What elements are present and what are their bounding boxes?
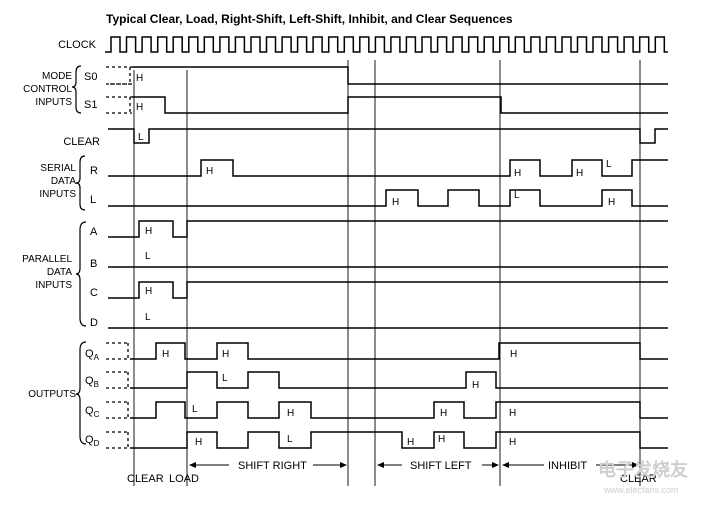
- s0-waveform-dont-care: [106, 66, 132, 85]
- shift-right-label-bg: [229, 458, 313, 472]
- a-label: A: [90, 226, 98, 238]
- qd-waveform: [130, 431, 668, 449]
- qc-high-mark-3: H: [509, 408, 516, 419]
- outputs-brace: [75, 341, 87, 445]
- qd-high-mark-3: H: [438, 434, 445, 445]
- outputs-label: OUTPUTS: [28, 389, 76, 400]
- s0-waveform: [132, 66, 668, 85]
- s1-waveform: [132, 96, 668, 114]
- sequence-shift-left-label: SHIFT LEFT: [410, 460, 472, 472]
- mode-label-line2: CONTROL: [23, 84, 72, 95]
- mode-label-line1: MODE: [42, 71, 72, 82]
- a-high-mark: H: [145, 226, 152, 237]
- sequence-shift-right-label: SHIFT RIGHT: [238, 460, 307, 472]
- serial-label-line2: DATA: [51, 176, 77, 187]
- inhibit-arrow-left-head: [502, 462, 509, 468]
- b-low-mark: L: [145, 251, 151, 262]
- qa-label: QA: [85, 348, 100, 362]
- qd-label: QD: [85, 434, 100, 448]
- mode-brace: [71, 65, 82, 114]
- parallel-brace: [75, 221, 87, 327]
- s1-waveform-dont-care: [106, 96, 132, 114]
- c-high-mark: H: [145, 286, 152, 297]
- qa-waveform: [130, 342, 668, 360]
- qd-low-mark: L: [287, 434, 293, 445]
- qc-high-mark-2: H: [440, 408, 447, 419]
- serial-brace: [75, 155, 86, 211]
- a-waveform: [108, 220, 668, 238]
- qa-high-mark-1: H: [162, 349, 169, 360]
- parallel-label-line1: PARALLEL: [22, 254, 72, 265]
- clock-waveform: [105, 36, 668, 53]
- clock-label: CLOCK: [58, 39, 97, 51]
- watermark-logo-text: 电子发烧友: [598, 459, 688, 480]
- c-label: C: [90, 287, 98, 299]
- shift-left-arrow-right-head: [492, 462, 499, 468]
- diagram-title: Typical Clear, Load, Right-Shift, Left-S…: [106, 12, 513, 26]
- waveforms: [105, 36, 668, 449]
- qa-high-mark-3: H: [510, 349, 517, 360]
- qd-high-mark-4: H: [509, 437, 516, 448]
- l-high-mark-2: H: [608, 197, 615, 208]
- inhibit-arrow-right-head: [632, 462, 639, 468]
- shift-left-arrow-left-head: [377, 462, 384, 468]
- r-high-mark-1: H: [206, 166, 213, 177]
- qc-waveform-dont-care: [106, 401, 130, 419]
- s1-label: S1: [84, 99, 97, 111]
- s1-high-mark: H: [136, 102, 143, 113]
- d-label: D: [90, 317, 98, 329]
- watermark-url: www.elecfans.com: [603, 485, 679, 495]
- r-high-mark-3: H: [576, 168, 583, 179]
- clear-low-mark: L: [138, 132, 144, 143]
- serial-label-line3: INPUTS: [39, 189, 76, 200]
- inhibit-label-bg: [544, 458, 596, 472]
- r-label: R: [90, 165, 98, 177]
- qc-waveform: [130, 401, 668, 419]
- qb-waveform: [130, 371, 668, 389]
- qc-label: QC: [85, 405, 100, 419]
- qc-high-mark-1: H: [287, 408, 294, 419]
- sequence-clear-end-label: CLEAR: [620, 473, 657, 485]
- clear-waveform: [108, 128, 668, 144]
- sequence-load-label: LOAD: [169, 473, 199, 485]
- qd-high-mark-1: H: [195, 437, 202, 448]
- r-low-mark: L: [606, 159, 612, 170]
- sequence-inhibit-label: INHIBIT: [548, 460, 587, 472]
- l-high-mark-1: H: [392, 197, 399, 208]
- qa-waveform-dont-care: [106, 342, 130, 360]
- l-low-mark: L: [514, 190, 520, 201]
- qd-waveform-dont-care: [106, 431, 130, 449]
- parallel-label-line2: DATA: [47, 267, 73, 278]
- l-waveform: [108, 189, 668, 207]
- r-waveform: [108, 159, 668, 177]
- qb-waveform-dont-care: [106, 371, 130, 389]
- qa-high-mark-2: H: [222, 349, 229, 360]
- qb-high-mark: H: [472, 380, 479, 391]
- qc-low-mark: L: [192, 404, 198, 415]
- mode-label-line3: INPUTS: [35, 97, 72, 108]
- parallel-label-line3: INPUTS: [35, 280, 72, 291]
- r-high-mark-2: H: [514, 168, 521, 179]
- clear-label: CLEAR: [63, 136, 100, 148]
- d-low-mark: L: [145, 312, 151, 323]
- qd-high-mark-2: H: [407, 437, 414, 448]
- shift-right-arrow-left-head: [189, 462, 196, 468]
- qb-low-mark: L: [222, 373, 228, 384]
- serial-label-line1: SERIAL: [40, 163, 76, 174]
- shift-left-label-bg: [402, 458, 482, 472]
- s0-label: S0: [84, 71, 97, 83]
- qb-label: QB: [85, 375, 99, 389]
- b-label: B: [90, 258, 97, 270]
- c-waveform: [108, 281, 668, 299]
- l-label: L: [90, 194, 96, 206]
- sequence-boundary-lines: [133, 60, 641, 486]
- shift-right-arrow-right-head: [340, 462, 347, 468]
- s0-high-mark: H: [136, 73, 143, 84]
- sequence-clear-label: CLEAR: [127, 473, 164, 485]
